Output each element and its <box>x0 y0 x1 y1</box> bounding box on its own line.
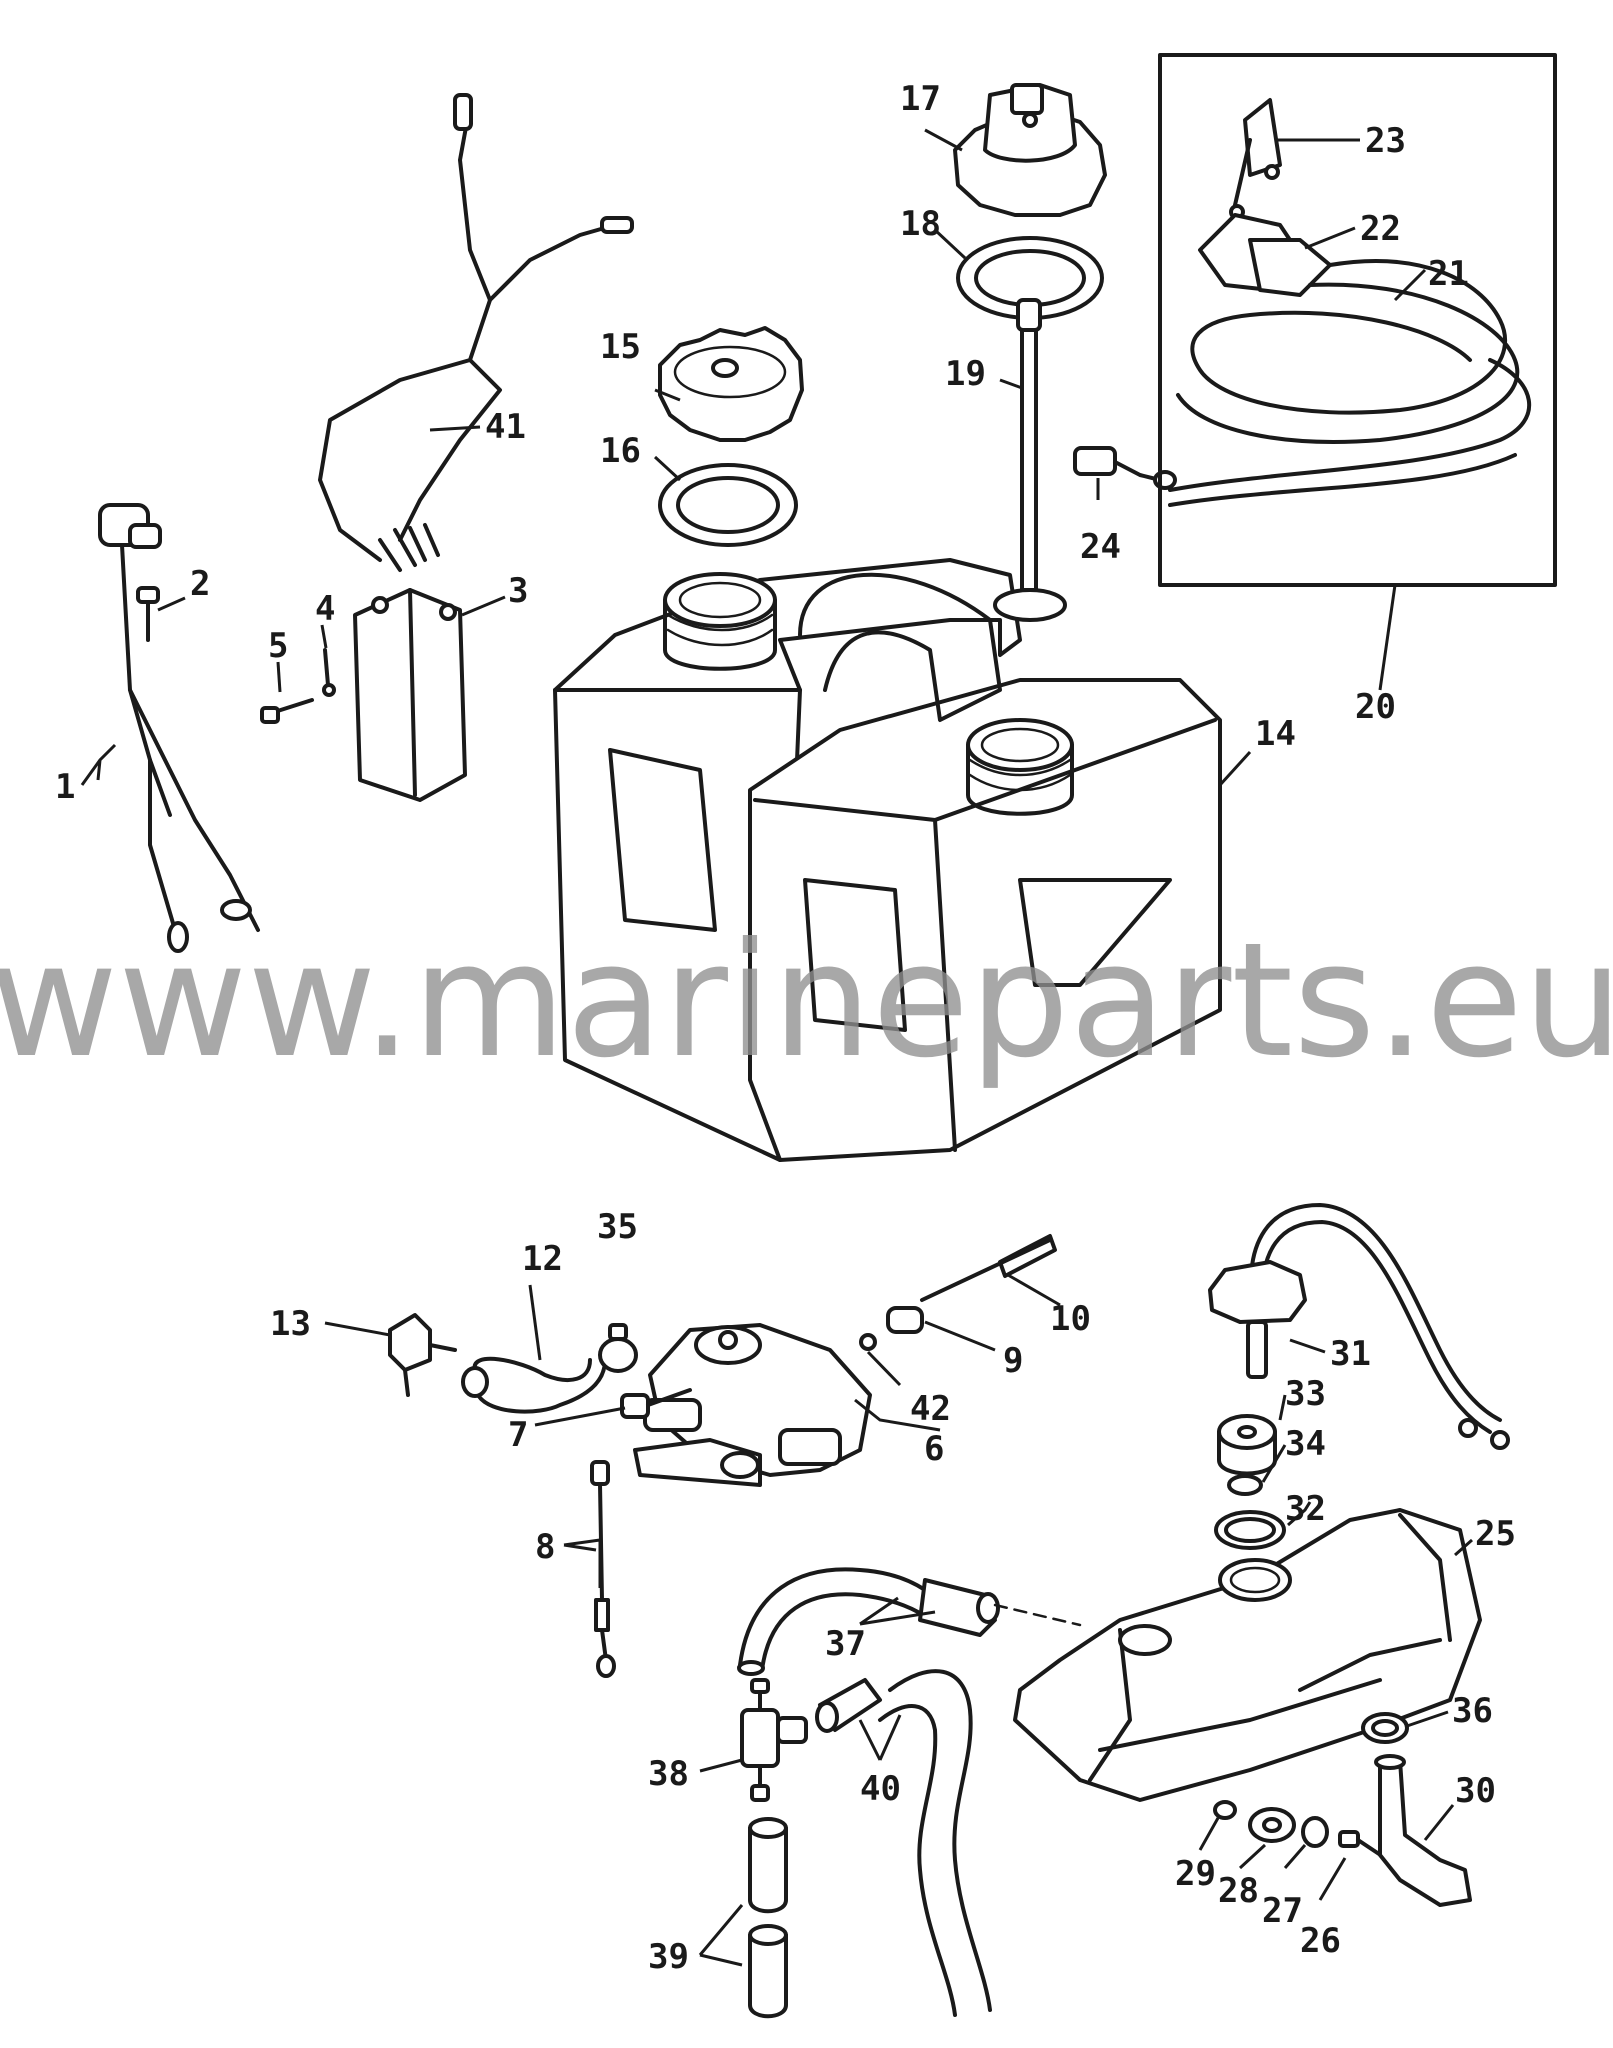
callout-36: 36 <box>1452 1691 1493 1731</box>
callout-31: 31 <box>1330 1334 1371 1374</box>
bolt-7 <box>620 1388 692 1419</box>
switch-assembly <box>98 503 260 953</box>
rod-8 <box>590 1460 616 1678</box>
pickup-tube <box>993 298 1067 622</box>
sleeves-39 <box>748 1817 788 2019</box>
fuel-tank <box>553 558 1222 1162</box>
callout-21: 21 <box>1428 254 1469 294</box>
callout-9: 9 <box>1003 1341 1023 1381</box>
tee-38 <box>740 1678 808 1802</box>
callout-22: 22 <box>1360 209 1401 249</box>
callout-7: 7 <box>508 1415 528 1455</box>
callout-32: 32 <box>1285 1489 1326 1529</box>
callout-38: 38 <box>648 1754 689 1794</box>
gasket-16 <box>658 463 798 547</box>
callout-20: 20 <box>1355 687 1396 727</box>
clamp-35 <box>598 1323 638 1373</box>
callout-12: 12 <box>522 1239 563 1279</box>
callout-16: 16 <box>600 431 641 471</box>
oil-pump <box>633 1323 872 1487</box>
watermark-text: www.marineparts.eu <box>0 909 1613 1093</box>
leader-lines <box>80 128 1473 1967</box>
callout-26: 26 <box>1300 1921 1341 1961</box>
callout-24: 24 <box>1080 527 1121 567</box>
callout-8: 8 <box>535 1527 555 1567</box>
callout-18: 18 <box>900 204 941 244</box>
callout-42: 42 <box>910 1389 951 1429</box>
oil-tank <box>1013 1508 1482 1802</box>
hose-40 <box>815 1669 992 2017</box>
wiring-harness <box>318 93 634 572</box>
washer-34 <box>1227 1474 1263 1496</box>
callout-27: 27 <box>1262 1891 1303 1931</box>
callout-39: 39 <box>648 1937 689 1977</box>
callout-15: 15 <box>600 327 641 367</box>
callout-labels: 1 2 3 4 5 6 7 8 9 10 12 13 14 15 16 17 1… <box>55 79 1516 1977</box>
plug-33 <box>1217 1414 1277 1476</box>
callout-41: 41 <box>485 407 526 447</box>
callout-33: 33 <box>1285 1374 1326 1414</box>
callout-10: 10 <box>1050 1299 1091 1339</box>
hose-12 <box>461 1356 607 1414</box>
bolt-2 <box>136 586 160 642</box>
callout-13: 13 <box>270 1304 311 1344</box>
callout-1: 1 <box>55 767 75 807</box>
clamp-36 <box>1361 1712 1409 1744</box>
callout-28: 28 <box>1218 1871 1259 1911</box>
callout-34: 34 <box>1285 1424 1326 1464</box>
callout-37: 37 <box>825 1624 866 1664</box>
callout-35: 35 <box>597 1207 638 1247</box>
callout-6: 6 <box>924 1429 944 1469</box>
callout-17: 17 <box>900 79 941 119</box>
callout-2: 2 <box>190 564 210 604</box>
callout-40: 40 <box>860 1769 901 1809</box>
callout-29: 29 <box>1175 1854 1216 1894</box>
gauge-cap <box>953 83 1107 217</box>
elbow-30 <box>1374 1754 1472 1907</box>
ring-32 <box>1214 1510 1286 1550</box>
callout-3: 3 <box>508 571 528 611</box>
callout-4: 4 <box>315 589 335 629</box>
control-box <box>353 588 467 802</box>
oil-cap-assembly <box>1208 1203 1510 1450</box>
callout-14: 14 <box>1255 714 1296 754</box>
link-9-10 <box>859 1234 1057 1351</box>
callout-25: 25 <box>1475 1514 1516 1554</box>
tank-cap <box>658 326 804 442</box>
callout-30: 30 <box>1455 1771 1496 1811</box>
elbow-13 <box>388 1313 457 1397</box>
callout-5: 5 <box>268 626 288 666</box>
screws-4-5 <box>260 648 336 724</box>
callout-23: 23 <box>1365 121 1406 161</box>
callout-19: 19 <box>945 354 986 394</box>
fuel-line-kit-inset <box>1158 53 1557 587</box>
hose-37 <box>737 1567 1082 1676</box>
